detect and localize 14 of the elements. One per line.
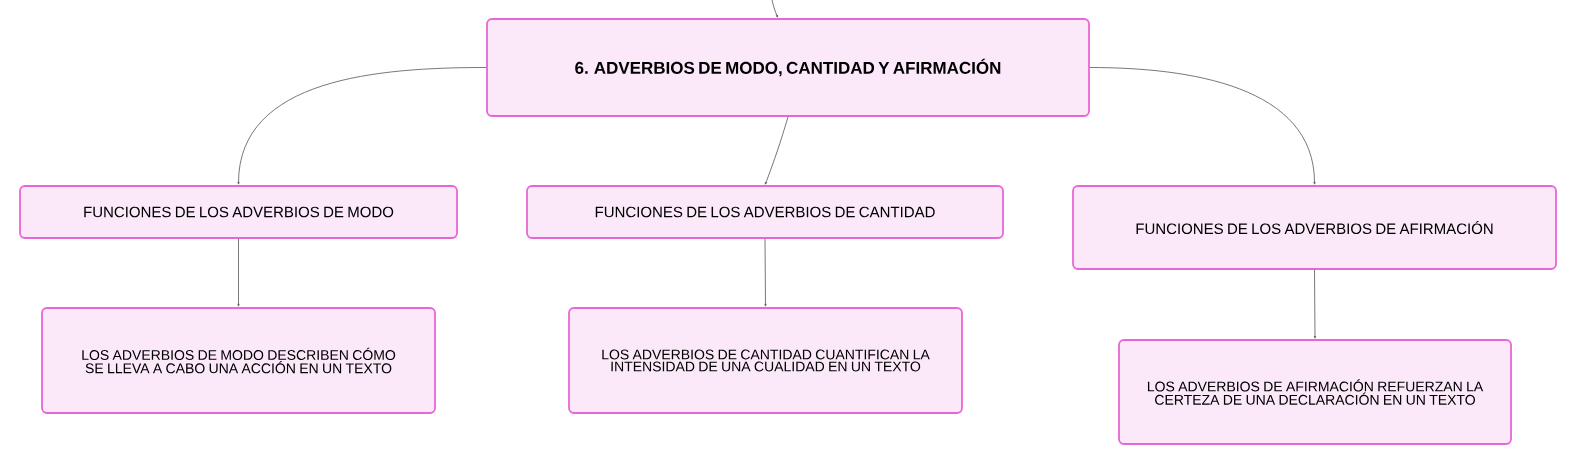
arrow <box>1089 67 1316 185</box>
arrow <box>771 0 778 18</box>
text-box: LOS ADVERBIOS DE CANTIDAD CUANTIFICAN LA INTENSIDAD DE UNA CUALIDAD EN UN TEXTO <box>568 307 963 414</box>
topic-box: 6. ADVERBIOS DE MODO, CANTIDAD Y AFIRMACIÓN <box>486 18 1090 117</box>
text-box: LOS ADVERBIOS DE MODO DESCRIBEN CÓMO SE LLEVA A CABO UNA ACCIÓN EN UN TEXTO <box>41 307 436 414</box>
subtopic-box: FUNCIONES DE LOS ADVERBIOS DE MODO <box>19 185 458 239</box>
arrow <box>764 238 767 307</box>
arrow <box>237 67 487 185</box>
subtopic-box: FUNCIONES DE LOS ADVERBIOS DE AFIRMACIÓN <box>1072 185 1557 270</box>
arrow <box>1313 269 1317 339</box>
subtopic-box: FUNCIONES DE LOS ADVERBIOS DE CANTIDAD <box>526 185 1004 239</box>
arrow <box>237 238 240 307</box>
text-box: LOS ADVERBIOS DE AFIRMACIÓN REFUERZAN LA CERTEZA DE UNA DECLARACIÓN EN UN TEXTO <box>1118 339 1512 445</box>
arrow <box>765 116 789 185</box>
